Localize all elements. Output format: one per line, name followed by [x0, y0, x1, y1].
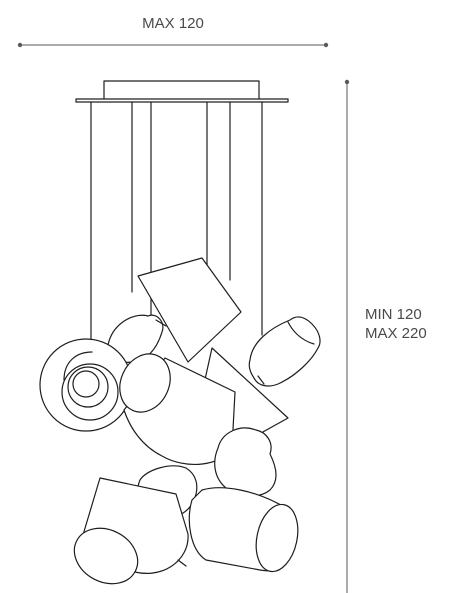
square-shade-top — [137, 257, 242, 363]
width-dimension-line — [17, 42, 329, 48]
height-dimension-label: MIN 120 MAX 220 — [365, 305, 427, 343]
height-dimension-line — [344, 79, 350, 593]
shade-hardware — [155, 319, 265, 567]
height-max-label: MAX 220 — [365, 325, 427, 342]
vase-shade-middle — [214, 427, 277, 497]
width-dimension-label: MAX 120 — [142, 15, 204, 32]
cone-shade-center — [119, 353, 236, 466]
vase-shade-right — [248, 316, 321, 387]
ceiling-canopy — [75, 80, 289, 103]
round-dish-shade — [39, 338, 133, 432]
height-min-label: MIN 120 — [365, 306, 422, 323]
cone-shade-lower-right — [188, 487, 299, 573]
cone-shade-lower-left — [73, 477, 189, 585]
